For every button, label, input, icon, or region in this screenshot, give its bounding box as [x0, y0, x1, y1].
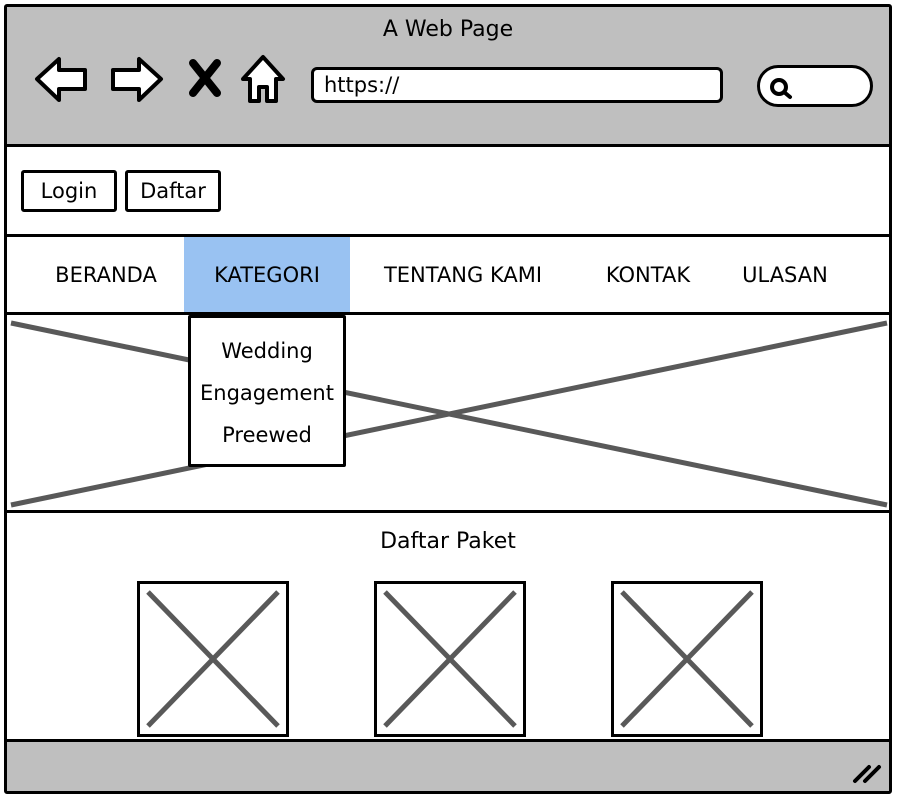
menu-item-tentang-kami[interactable]: TENTANG KAMI [383, 262, 543, 287]
dropdown-item-engagement[interactable]: Engagement [200, 381, 334, 405]
close-icon [189, 59, 221, 97]
arrow-left-icon [35, 57, 87, 102]
home-button[interactable] [233, 49, 293, 109]
section-title: Daftar Paket [380, 529, 516, 554]
browser-toolbar: A Web Page https:// [7, 7, 889, 147]
register-button[interactable]: Daftar [125, 170, 221, 212]
menu-item-beranda[interactable]: BERANDA [55, 262, 157, 287]
address-bar[interactable]: https:// [311, 67, 723, 103]
arrow-right-icon [111, 57, 163, 102]
status-bar [7, 739, 889, 791]
menu-item-kategori[interactable]: KATEGORI [184, 237, 350, 312]
image-placeholder-icon [10, 320, 888, 508]
stop-button[interactable] [175, 49, 235, 109]
banner-image-placeholder [7, 315, 889, 513]
resize-handle-icon[interactable] [851, 759, 885, 785]
kategori-dropdown: Wedding Engagement Preewed [188, 315, 346, 467]
image-placeholder-icon [620, 590, 754, 728]
search-box[interactable] [757, 65, 873, 107]
login-button[interactable]: Login [21, 170, 117, 212]
dropdown-item-preewed[interactable]: Preewed [222, 423, 312, 447]
menu-item-kontak[interactable]: KONTAK [605, 262, 691, 287]
package-image-placeholder[interactable] [611, 581, 763, 737]
forward-button[interactable] [107, 49, 167, 109]
image-placeholder-icon [146, 590, 280, 728]
home-icon [241, 55, 285, 103]
package-image-placeholder[interactable] [374, 581, 526, 737]
window-title: A Web Page [382, 17, 514, 42]
browser-window: A Web Page https:// [4, 4, 892, 794]
menu-item-ulasan[interactable]: ULASAN [742, 262, 828, 287]
address-text: https:// [324, 73, 400, 97]
image-placeholder-icon [383, 590, 517, 728]
main-menu: BERANDA KATEGORI TENTANG KAMI KONTAK ULA… [7, 237, 889, 315]
dropdown-item-wedding[interactable]: Wedding [221, 339, 313, 363]
package-image-placeholder[interactable] [137, 581, 289, 737]
back-button[interactable] [31, 49, 91, 109]
search-icon [770, 78, 792, 99]
auth-bar: Login Daftar [7, 147, 889, 237]
